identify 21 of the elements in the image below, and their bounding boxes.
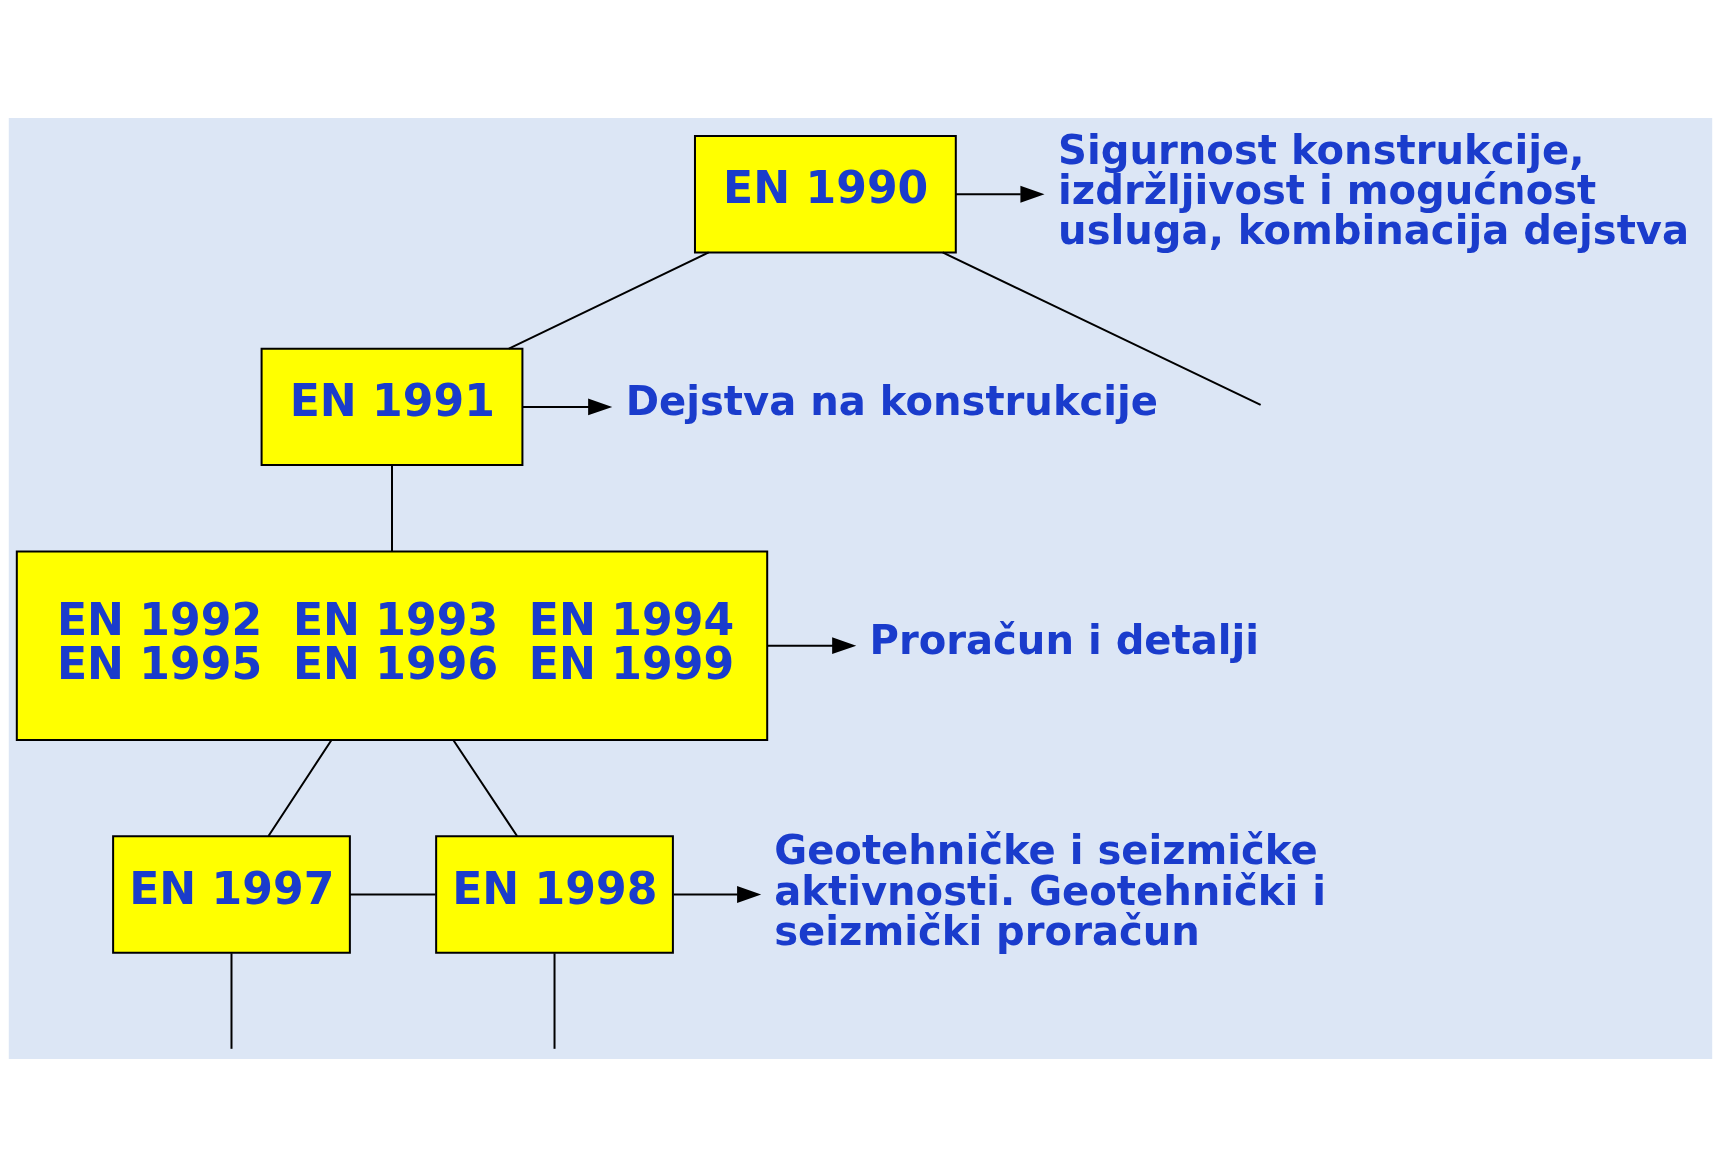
node-box: EN 1990 — [693, 134, 957, 253]
node-box: EN 1992 EN 1993 EN 1994 EN 1995 EN 1996 EN 1999 — [15, 549, 769, 741]
connector — [508, 251, 710, 350]
arrow — [767, 636, 857, 654]
arrow — [673, 885, 762, 903]
connector — [452, 739, 518, 837]
node-text: Proračun i detalji — [869, 616, 1260, 663]
node-box: EN 1998 — [435, 834, 674, 954]
connector — [942, 251, 1262, 406]
connector — [230, 952, 233, 1049]
arrow — [955, 185, 1045, 203]
node-text: Geotehničke i seizmičke aktivnosti. Geotehnički i seizmički proračun — [774, 826, 1326, 954]
arrow — [522, 398, 613, 415]
node-box: EN 1997 — [112, 834, 351, 954]
connector — [553, 952, 556, 1049]
connector — [267, 739, 333, 837]
connector — [350, 892, 436, 895]
node-text: Sigurnost konstrukcije, izdržljivost i mogućnost usluga, kombinacija dejstva — [1058, 126, 1690, 253]
connector — [391, 464, 393, 551]
node-text: Dejstva na konstrukcije — [625, 377, 1159, 424]
node-box: EN 1991 — [260, 347, 524, 466]
